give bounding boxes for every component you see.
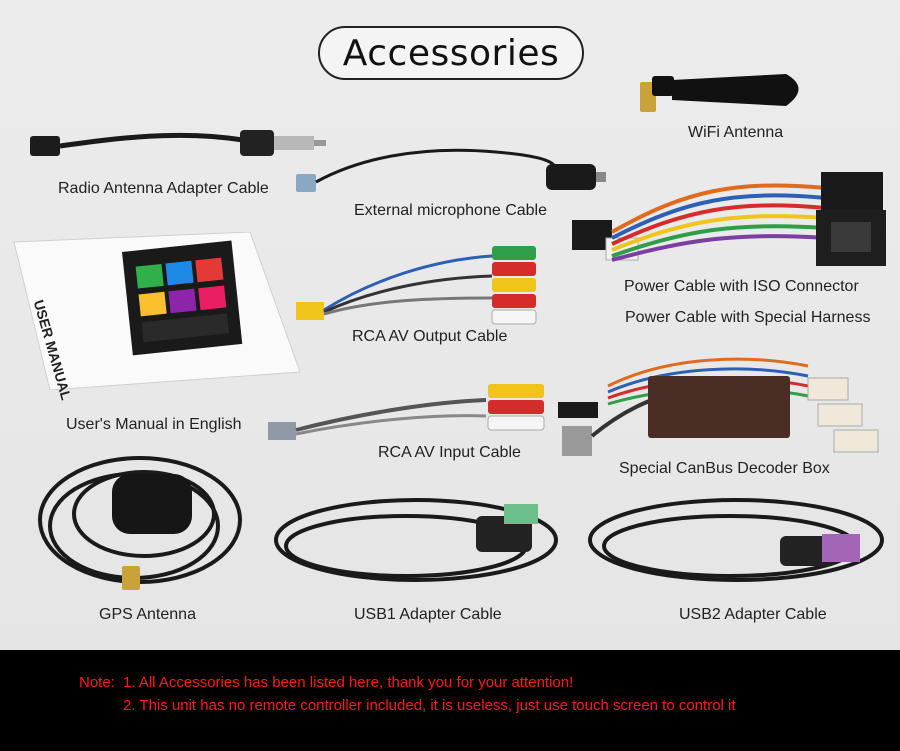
wifi-antenna-image <box>640 74 799 112</box>
rca-av-input-image <box>268 384 545 440</box>
canbus-decoder-image <box>558 357 879 456</box>
canbus-decoder-label: Special CanBus Decoder Box <box>619 460 830 477</box>
note-bar: Note: 1. All Accessories has been listed… <box>0 650 900 751</box>
accessories-canvas: Accessories Radio Antenna Adapter Cable … <box>13 26 886 623</box>
radio-antenna-adapter-image <box>30 130 326 156</box>
note-line-1: 1. All Accessories has been listed here,… <box>123 674 574 691</box>
rca-av-input-label: RCA AV Input Cable <box>378 444 521 461</box>
page-title: Accessories <box>318 26 584 80</box>
wifi-antenna-label: WiFi Antenna <box>688 124 784 141</box>
users-manual-label: User's Manual in English <box>66 416 242 433</box>
power-cable-special-label: Power Cable with Special Harness <box>625 309 871 326</box>
note-prefix: Note: <box>79 674 115 691</box>
usb1-adapter-label: USB1 Adapter Cable <box>354 606 502 623</box>
rca-av-output-label: RCA AV Output Cable <box>352 328 508 345</box>
external-microphone-image <box>296 148 606 192</box>
user-manual-image <box>13 232 300 390</box>
gps-antenna-image <box>38 456 242 590</box>
radio-antenna-adapter-label: Radio Antenna Adapter Cable <box>58 180 269 197</box>
usb1-adapter-image <box>274 498 558 582</box>
usb2-adapter-image <box>588 498 884 582</box>
usb2-adapter-label: USB2 Adapter Cable <box>679 606 827 623</box>
note-line-2: 2. This unit has no remote controller in… <box>123 697 736 714</box>
gps-antenna-label: GPS Antenna <box>99 606 196 623</box>
rca-av-output-image <box>296 246 537 325</box>
power-cable-iso-image <box>572 172 886 266</box>
external-microphone-label: External microphone Cable <box>354 202 547 219</box>
power-cable-iso-label: Power Cable with ISO Connector <box>624 278 859 295</box>
